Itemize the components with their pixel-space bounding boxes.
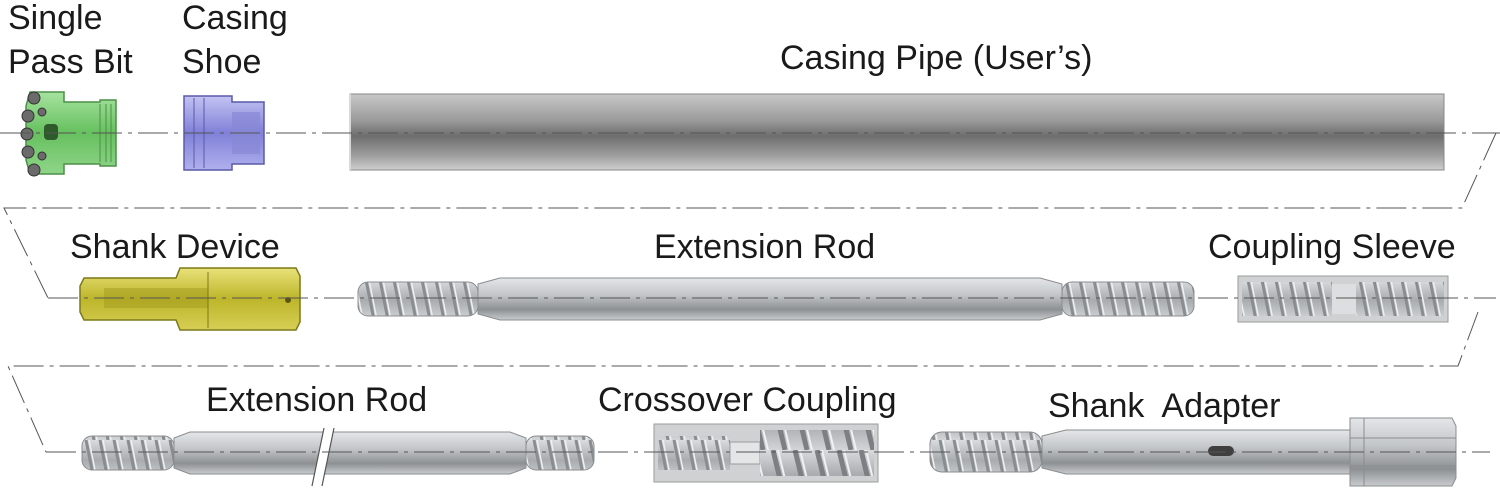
coupling-sleeve-label: Coupling Sleeve — [1208, 228, 1456, 266]
shank-adapter — [929, 417, 1457, 487]
casing-shoe-label-line2: Shoe — [182, 43, 262, 81]
single-pass-bit-label-line2: Pass Bit — [8, 43, 133, 81]
connector-row2-row3 — [7, 311, 1479, 453]
coupling-sleeve — [1237, 275, 1449, 323]
crossover-coupling-label: Crossover Coupling — [598, 381, 897, 419]
casing-pipe-label: Casing Pipe (User’s) — [780, 39, 1093, 77]
shank-device — [79, 267, 301, 331]
shank-device-label: Shank Device — [70, 228, 280, 266]
single-pass-bit-label: Single Pass Bit — [8, 0, 133, 84]
extension-rod-label-row3: Extension Rod — [206, 381, 428, 419]
shank-adapter-label: Shank Adapter — [1048, 387, 1281, 425]
crossover-coupling — [653, 423, 879, 483]
extension-rod-row2 — [357, 277, 1195, 321]
extension-rod-row3 — [81, 427, 595, 487]
single-pass-bit-label-line1: Single — [8, 0, 103, 37]
extension-rod-label-row2: Extension Rod — [654, 228, 876, 266]
casing-pipe — [349, 93, 1445, 171]
connector-row1-row2 — [3, 132, 1497, 299]
casing-shoe-label: Casing Shoe — [182, 0, 288, 84]
casing-shoe-label-line1: Casing — [182, 0, 288, 37]
single-pass-bit — [20, 91, 117, 177]
